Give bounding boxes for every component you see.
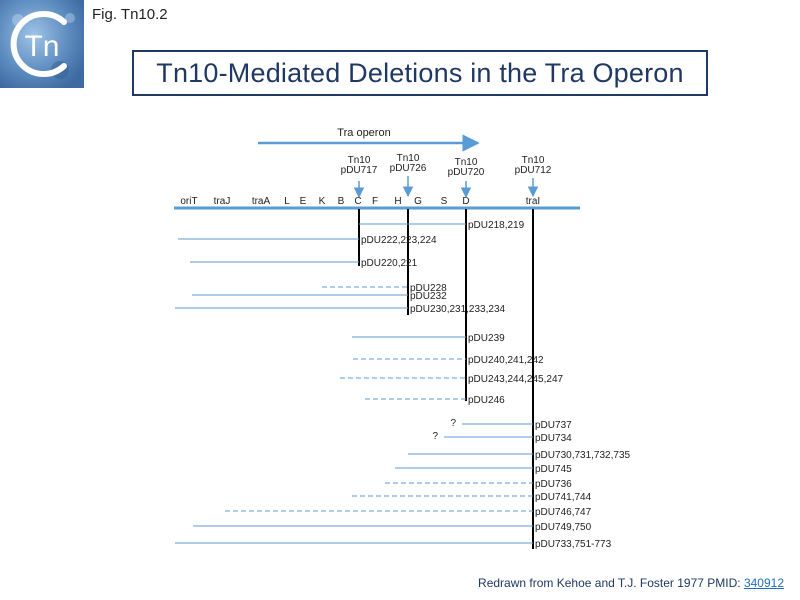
gene-label: F [372, 196, 378, 207]
uncertain-endpoint-mark: ? [432, 431, 438, 442]
deletion-plasmid-label: pDU222,223,224 [361, 235, 437, 246]
insertion-plasmid-label: pDU720 [448, 167, 485, 178]
title-box: Tn10-Mediated Deletions in the Tra Opero… [132, 50, 708, 96]
deletion-plasmid-label: pDU240,241,242 [468, 355, 544, 366]
gene-label: C [354, 196, 361, 207]
source-credit: Redrawn from Kehoe and T.J. Foster 1977 … [478, 576, 784, 590]
credit-text: Redrawn from Kehoe and T.J. Foster 1977 … [478, 576, 744, 590]
deletion-plasmid-label: pDU232 [410, 291, 447, 302]
gene-label: B [338, 196, 345, 207]
deletion-plasmid-label: pDU741,744 [535, 492, 592, 503]
tn10-label: Tn10 [522, 155, 545, 166]
deletion-plasmid-label: pDU746,747 [535, 507, 592, 518]
deletion-plasmid-label: pDU730,731,732,735 [535, 450, 631, 461]
tn-logo: Tn [0, 0, 84, 88]
tn10-label: Tn10 [455, 157, 478, 168]
tra-operon-label: Tra operon [337, 127, 390, 139]
insertion-plasmid-label: pDU712 [515, 165, 552, 176]
deletion-plasmid-label: pDU734 [535, 433, 572, 444]
deletion-plasmid-label: pDU737 [535, 420, 572, 431]
gene-label: S [441, 196, 448, 207]
deletion-plasmid-label: pDU243,244,245,247 [468, 374, 564, 385]
deletion-plasmid-label: pDU246 [468, 395, 505, 406]
gene-label: oriT [180, 196, 197, 207]
figure-label: Fig. Tn10.2 [92, 6, 168, 23]
gene-label: traJ [214, 196, 231, 207]
deletion-plasmid-label: pDU220,221 [361, 258, 418, 269]
pmid-link[interactable]: 340912 [743, 576, 784, 590]
logo-text: Tn [24, 30, 59, 63]
deletion-plasmid-label: pDU733,751-773 [535, 539, 612, 550]
tn10-label: Tn10 [397, 153, 420, 164]
gene-label: H [394, 196, 401, 207]
gene-label: traI [526, 196, 540, 207]
gene-label: L [284, 196, 290, 207]
deletion-plasmid-label: pDU736 [535, 479, 572, 490]
uncertain-endpoint-mark: ? [450, 418, 456, 429]
deletion-plasmid-label: pDU218,219 [468, 220, 525, 231]
deletion-plasmid-label: pDU228 [410, 283, 447, 294]
gene-label: traA [252, 196, 271, 207]
tn10-label: Tn10 [348, 155, 371, 166]
page-title: Tn10-Mediated Deletions in the Tra Opero… [156, 57, 684, 88]
deletion-plasmid-label: pDU749,750 [535, 522, 592, 533]
deletion-plasmid-label: pDU230,231,233,234 [410, 304, 506, 315]
insertion-plasmid-label: pDU726 [390, 163, 427, 174]
deletion-plasmid-label: pDU745 [535, 464, 572, 475]
insertion-plasmid-label: pDU717 [341, 165, 378, 176]
deletion-plasmid-label: pDU239 [468, 333, 505, 344]
gene-label: E [300, 196, 307, 207]
gene-label: K [319, 196, 326, 207]
gene-label: D [462, 196, 469, 207]
gene-label: G [414, 196, 422, 207]
